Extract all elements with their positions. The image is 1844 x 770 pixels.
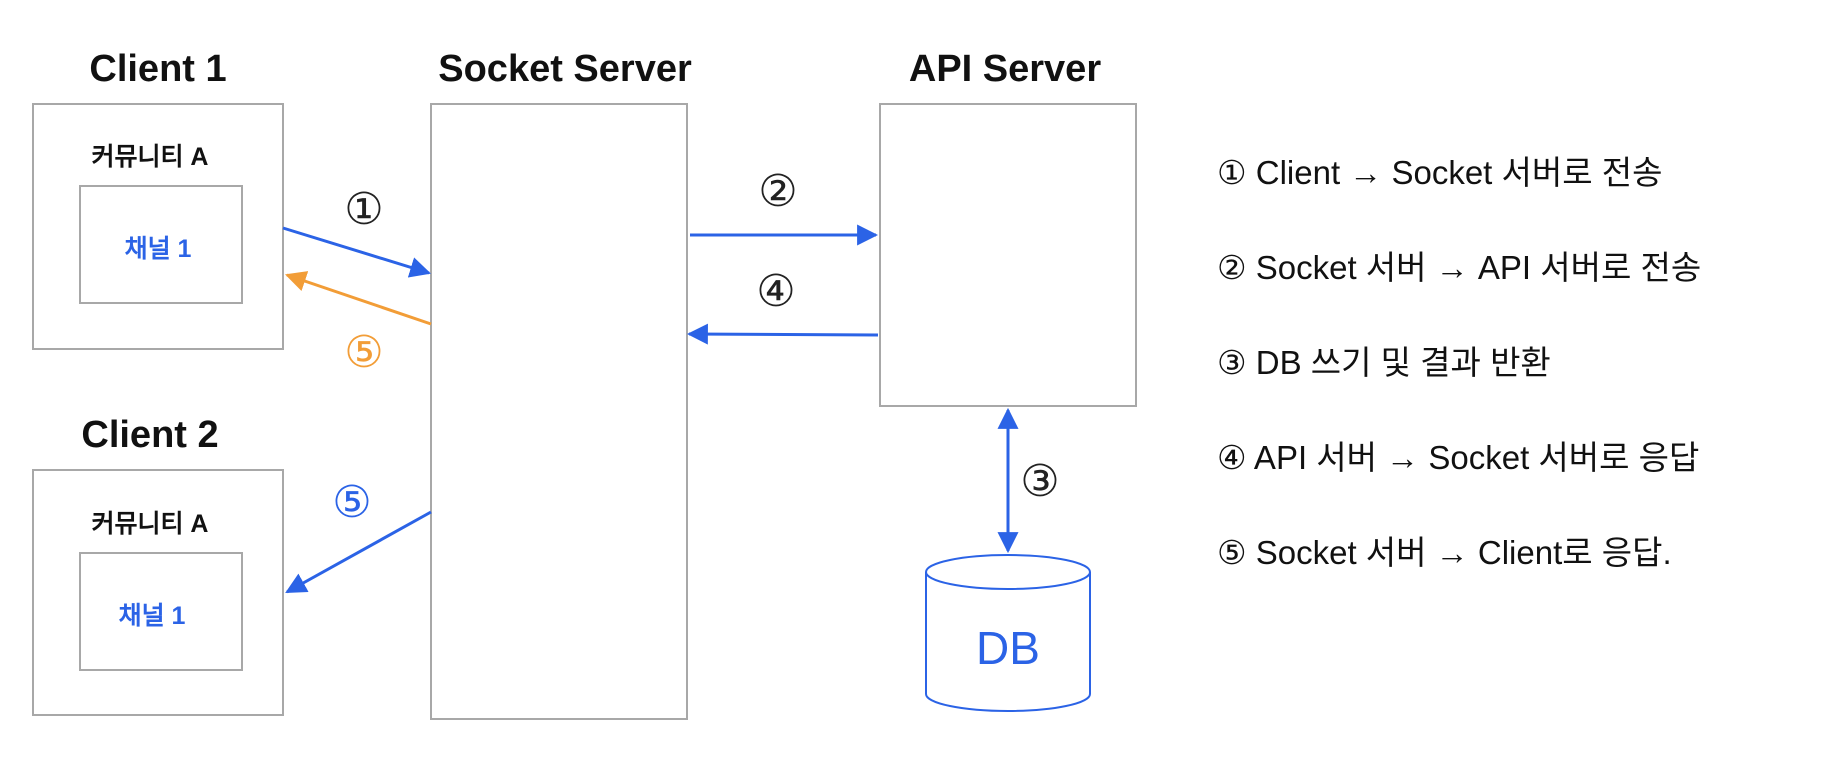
socket-server-box [430,103,688,720]
client1-title: Client 1 [89,48,226,90]
db-label: DB [976,622,1040,674]
arrow-socket-to-client2 [285,510,432,594]
legend-item-2: ② Socket 서버 → API 서버로 전송 [1217,249,1701,286]
db-cylinder [925,554,1091,712]
step-marker-4: ④ [756,267,795,316]
client2-title: Client 2 [81,414,218,456]
client2-channel-box [79,552,243,671]
arrow-api-to-socket [686,323,879,345]
step-marker-2: ② [758,167,797,216]
api-server-title: API Server [909,48,1101,90]
step-marker-1: ① [344,185,383,234]
arrow-socket-to-client1 [285,271,432,326]
api-server-box [879,103,1137,407]
client1-community-label: 커뮤니티 A [91,143,208,171]
legend-item-3: ③ DB 쓰기 및 결과 반환 [1217,344,1551,381]
step-marker-5-blue: ⑤ [332,478,371,527]
step-marker-5-orange: ⑤ [344,328,383,377]
step-marker-3: ③ [1020,457,1059,506]
socket-server-title: Socket Server [438,48,692,90]
client2-channel-label: 채널 1 [119,602,186,630]
client1-channel-box [79,185,243,304]
client2-community-label: 커뮤니티 A [91,510,208,538]
legend-item-4: ④ API 서버 → Socket 서버로 응답 [1217,439,1699,476]
arrow-client-to-socket [282,226,432,278]
legend: ① Client → Socket 서버로 전송 ② Socket 서버 → A… [1217,154,1701,571]
legend-item-1: ① Client → Socket 서버로 전송 [1217,154,1662,191]
legend-item-5: ⑤ Socket 서버 → Client로 응답. [1217,534,1672,571]
client1-channel-label: 채널 1 [125,235,192,263]
